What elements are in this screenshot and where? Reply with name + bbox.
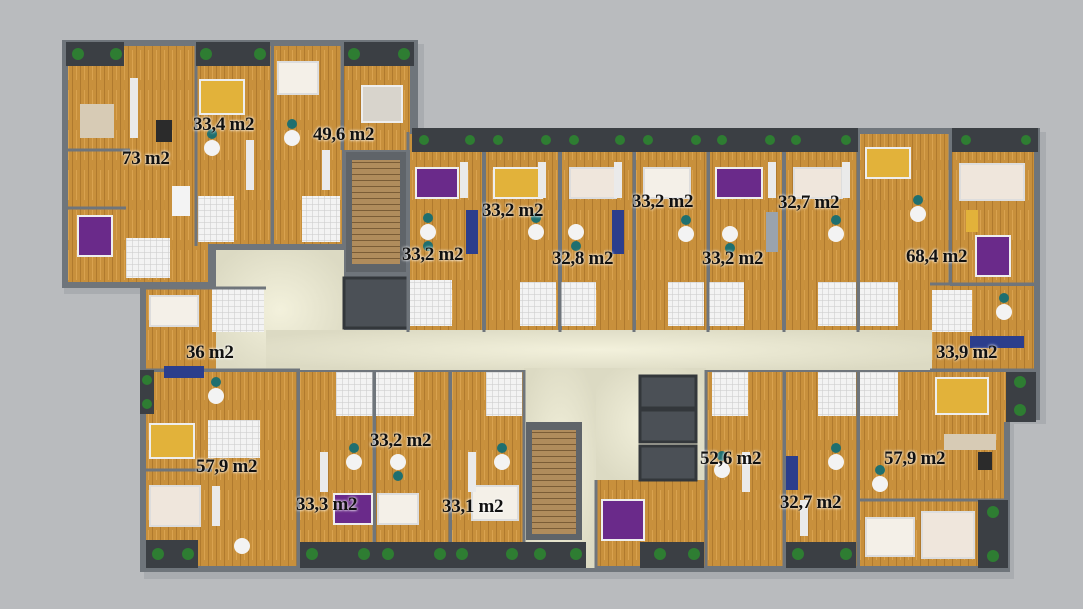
area-label-33-1: 33,1 m2 <box>442 496 504 517</box>
area-label-33-2-b: 33,2 m2 <box>632 191 694 212</box>
bathrooms <box>126 196 972 458</box>
area-label-33-2-c: 33,2 m2 <box>402 244 464 265</box>
area-label-33-2-d: 33,2 m2 <box>702 248 764 269</box>
area-label-52-6: 52,6 m2 <box>700 448 762 469</box>
area-label-32-8: 32,8 m2 <box>552 248 614 269</box>
area-label-32-7-top: 32,7 m2 <box>778 192 840 213</box>
elevators-bottom <box>638 374 698 482</box>
area-label-33-4: 33,4 m2 <box>193 114 255 135</box>
area-label-33-2-e: 33,2 m2 <box>370 430 432 451</box>
area-label-57-9-right: 57,9 m2 <box>884 448 946 469</box>
dining-sets <box>172 119 1012 554</box>
area-label-68-4: 68,4 m2 <box>906 246 968 267</box>
plants <box>72 48 1031 562</box>
area-label-73: 73 m2 <box>122 148 170 169</box>
area-label-49-6: 49,6 m2 <box>313 124 375 145</box>
area-label-33-9: 33,9 m2 <box>936 342 998 363</box>
area-label-36: 36 m2 <box>186 342 234 363</box>
area-label-33-3: 33,3 m2 <box>296 494 358 515</box>
area-label-33-2-a: 33,2 m2 <box>482 200 544 221</box>
area-label-32-7-bottom: 32,7 m2 <box>780 492 842 513</box>
interior-walls <box>68 46 1036 568</box>
sofas <box>80 104 1024 490</box>
elevator-top <box>342 276 410 330</box>
area-label-57-9-left: 57,9 m2 <box>196 456 258 477</box>
stair-top <box>346 152 406 272</box>
kitchens <box>130 78 992 536</box>
stair-bottom <box>526 422 582 540</box>
beds <box>77 61 1025 559</box>
